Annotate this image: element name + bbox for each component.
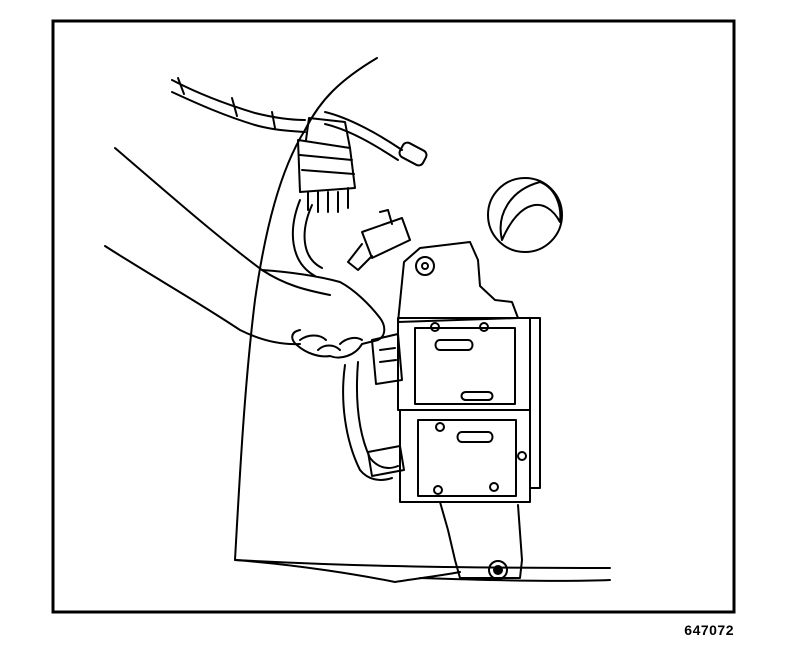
bracket-hole (415, 256, 435, 276)
arm-upper (114, 147, 331, 296)
mounting-bracket (397, 241, 519, 323)
lower-connector (367, 445, 405, 477)
harness-wire (171, 79, 306, 121)
floor-rail-lower (419, 577, 611, 582)
column-cover (234, 57, 461, 583)
foot-bolt-inner (493, 565, 503, 575)
middle-slot (460, 391, 494, 401)
screw-1 (430, 322, 440, 332)
upper-slot (434, 339, 474, 351)
screw-6 (489, 482, 499, 492)
right-plug (398, 141, 428, 167)
connector-pins (307, 187, 349, 213)
screw-4 (517, 451, 527, 461)
mounting-foot (439, 501, 523, 579)
upper-connector (297, 139, 356, 193)
screw-5 (433, 485, 443, 495)
bracket-hole-inner (421, 262, 429, 270)
lock-housing-inner (414, 327, 516, 405)
harness-tape (177, 77, 276, 129)
hand-fingers (299, 334, 363, 351)
lock-housing-upper (397, 317, 531, 411)
arm-lower (104, 245, 301, 346)
lock-housing-lower-inner (417, 419, 517, 497)
switch-body (361, 209, 411, 259)
screw-3 (435, 422, 445, 432)
foot-bolt (488, 560, 508, 580)
figure-id-label: 647072 (684, 622, 734, 638)
switch-plunger (347, 243, 373, 271)
hand (261, 269, 386, 359)
upper-connector-ribs (299, 117, 355, 175)
side-connector (371, 333, 403, 385)
figure-border (51, 19, 736, 614)
right-wire (324, 111, 403, 161)
screw-2 (479, 322, 489, 332)
column-opening-edge (499, 181, 562, 241)
lower-slot (456, 431, 494, 443)
harness-wire-lower (171, 91, 306, 133)
cable-loop (291, 199, 323, 277)
column-opening (487, 177, 563, 253)
lock-housing-lower (399, 409, 531, 503)
floor-rail (234, 559, 611, 569)
housing-side (529, 317, 541, 489)
